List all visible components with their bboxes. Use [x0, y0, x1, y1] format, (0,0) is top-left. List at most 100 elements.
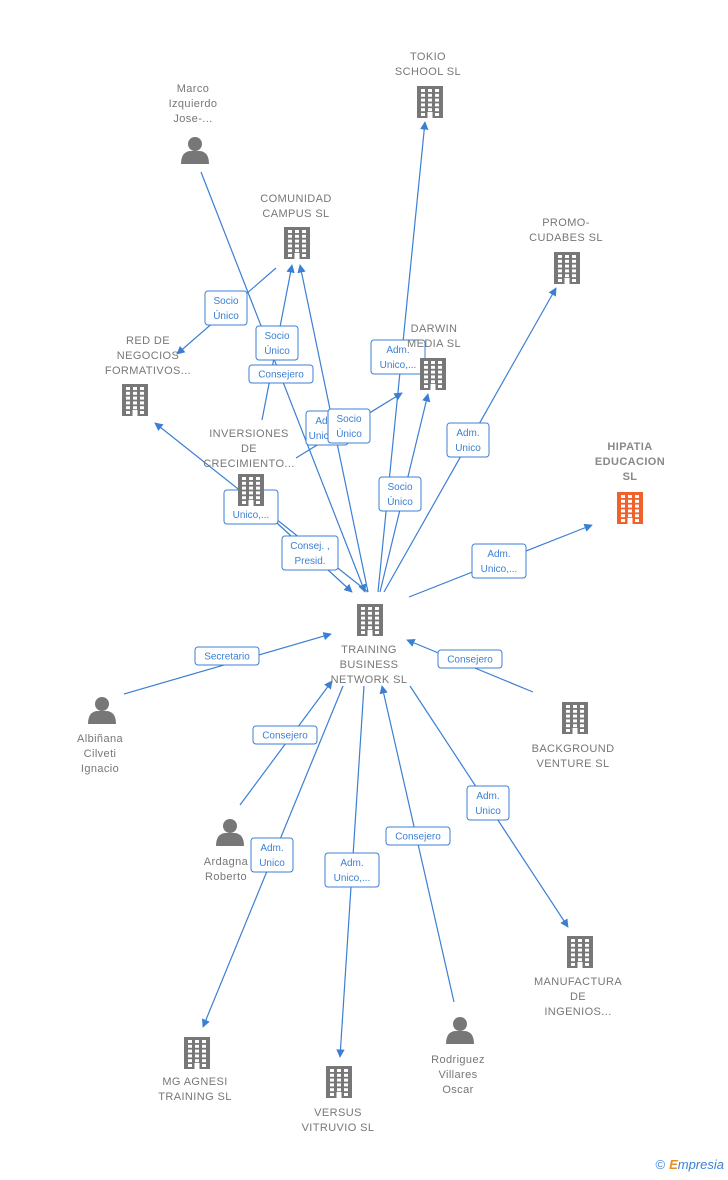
person-icon	[181, 137, 209, 164]
node-label: RED DE	[126, 335, 170, 347]
node-label: BACKGROUND	[532, 743, 615, 755]
edge-label-text: Adm.	[260, 843, 283, 854]
person-icon	[446, 1017, 474, 1044]
edge-label-albinana-to-training[interactable]: Secretario	[194, 646, 260, 666]
node-inversiones[interactable]: INVERSIONES DE CRECIMIENTO...	[203, 428, 295, 506]
node-red[interactable]: RED DE NEGOCIOS FORMATIVOS...	[105, 335, 191, 416]
edge-label-background-to-training[interactable]: Consejero	[437, 649, 503, 669]
node-label: DE	[241, 443, 257, 455]
footer-brand: ©Empresia	[655, 1157, 724, 1172]
edge-labels-layer: SocioÚnicoSocioÚnicoConsejeroAdm.Unico,.…	[194, 290, 527, 888]
node-label: DE	[570, 991, 586, 1003]
node-label: CAMPUS SL	[262, 208, 329, 220]
edge-label-text: Unico,...	[334, 873, 371, 884]
node-versus[interactable]: VERSUS VITRUVIO SL	[302, 1066, 375, 1134]
node-comunidad[interactable]: COMUNIDAD CAMPUS SL	[260, 193, 331, 259]
node-label: DARWIN	[411, 323, 458, 335]
node-label: HIPATIA	[607, 441, 652, 453]
edge-label-text: Socio	[387, 482, 412, 493]
node-label: Marco	[177, 83, 210, 95]
edge-label-text: Unico,...	[233, 510, 270, 521]
edge-label-rodriguez-to-training[interactable]: Consejero	[385, 826, 451, 846]
edge-label-text: Consejero	[258, 370, 304, 381]
edge-label-text: Adm.	[386, 345, 409, 356]
edge-label-text: Socio	[336, 414, 361, 425]
edge-label-text: Socio	[213, 296, 238, 307]
edge-label-inversiones-to-training[interactable]: Consej. , Presid.	[281, 535, 339, 571]
node-label: MEDIA SL	[407, 338, 461, 350]
edge-label-text: Adm.	[315, 416, 338, 427]
edge-label-text: Unico	[259, 858, 285, 869]
edge-label-text: Secretario	[204, 652, 250, 663]
edge-label-text: Unico	[475, 806, 501, 817]
edge-label-ardagna-to-training[interactable]: Consejero	[252, 725, 318, 745]
node-label: Jose-...	[173, 113, 212, 125]
node-promo[interactable]: PROMO- CUDABES SL	[529, 217, 603, 284]
node-label: Villares	[438, 1069, 477, 1081]
edge-label-training-to-mgagnesi[interactable]: Adm. Unico	[250, 837, 294, 873]
node-label: VENTURE SL	[536, 758, 609, 770]
brand-name: mpresia	[677, 1157, 724, 1172]
node-label: Oscar	[442, 1084, 473, 1096]
node-label: Izquierdo	[169, 98, 218, 110]
building-icon	[326, 1066, 352, 1098]
node-label: VITRUVIO SL	[302, 1122, 375, 1134]
edge-label-text: Socio	[264, 331, 289, 342]
node-label: TRAINING	[341, 644, 397, 656]
building-icon	[420, 358, 446, 390]
node-darwin[interactable]: DARWIN MEDIA SL	[407, 323, 461, 390]
node-label: COMUNIDAD	[260, 193, 331, 205]
person-icon	[216, 819, 244, 846]
node-label: SCHOOL SL	[395, 66, 461, 78]
node-label: CUDABES SL	[529, 232, 603, 244]
node-label: MANUFACTURA	[534, 976, 622, 988]
edge-label-text: Adm.	[476, 791, 499, 802]
edge-label-marco-to-training[interactable]: Consejero	[248, 364, 314, 384]
node-background[interactable]: BACKGROUND VENTURE SL	[532, 702, 615, 770]
node-manufactura[interactable]: MANUFACTURA DE INGENIOS...	[534, 936, 622, 1018]
edge-label-text: Adm.	[487, 549, 510, 560]
node-label: NETWORK SL	[331, 674, 408, 686]
edge-label-text: Unico	[455, 443, 481, 454]
edge-label-text: Consej. ,	[290, 541, 329, 552]
node-label: NEGOCIOS	[117, 350, 180, 362]
building-icon	[284, 227, 310, 259]
edge-label-text: Consejero	[262, 731, 308, 742]
node-label: Roberto	[205, 871, 247, 883]
edge-label-text: Único	[213, 309, 239, 322]
building-icon	[417, 86, 443, 118]
edge-label-training-to-manufactura[interactable]: Adm. Unico	[466, 785, 510, 821]
node-label: CRECIMIENTO...	[203, 458, 295, 470]
edge-label-training-to-promo[interactable]: Adm.Unico	[446, 422, 490, 458]
edge-label-text: Presid.	[294, 556, 325, 567]
node-marco[interactable]: MarcoIzquierdoJose-...	[169, 83, 218, 164]
edge-label-text: Único	[336, 427, 362, 440]
edge-label-text: Unico,...	[309, 431, 346, 442]
edge-label-training-to-hipatia[interactable]: Adm.Unico,...	[471, 543, 527, 579]
node-label: INGENIOS...	[544, 1006, 611, 1018]
building-icon	[357, 604, 383, 636]
building-icon	[567, 936, 593, 968]
building-icon	[184, 1037, 210, 1069]
node-label: VERSUS	[314, 1107, 362, 1119]
building-icon	[554, 252, 580, 284]
node-label: FORMATIVOS...	[105, 365, 191, 377]
node-label: PROMO-	[542, 217, 590, 229]
node-label: INVERSIONES	[209, 428, 289, 440]
edge-label-training-to-tokio[interactable]: Adm.Unico,...	[370, 339, 426, 375]
edge-label-training-to-versus[interactable]: Adm. Unico,...	[324, 852, 380, 888]
edge-label-text: Adm.	[340, 858, 363, 869]
